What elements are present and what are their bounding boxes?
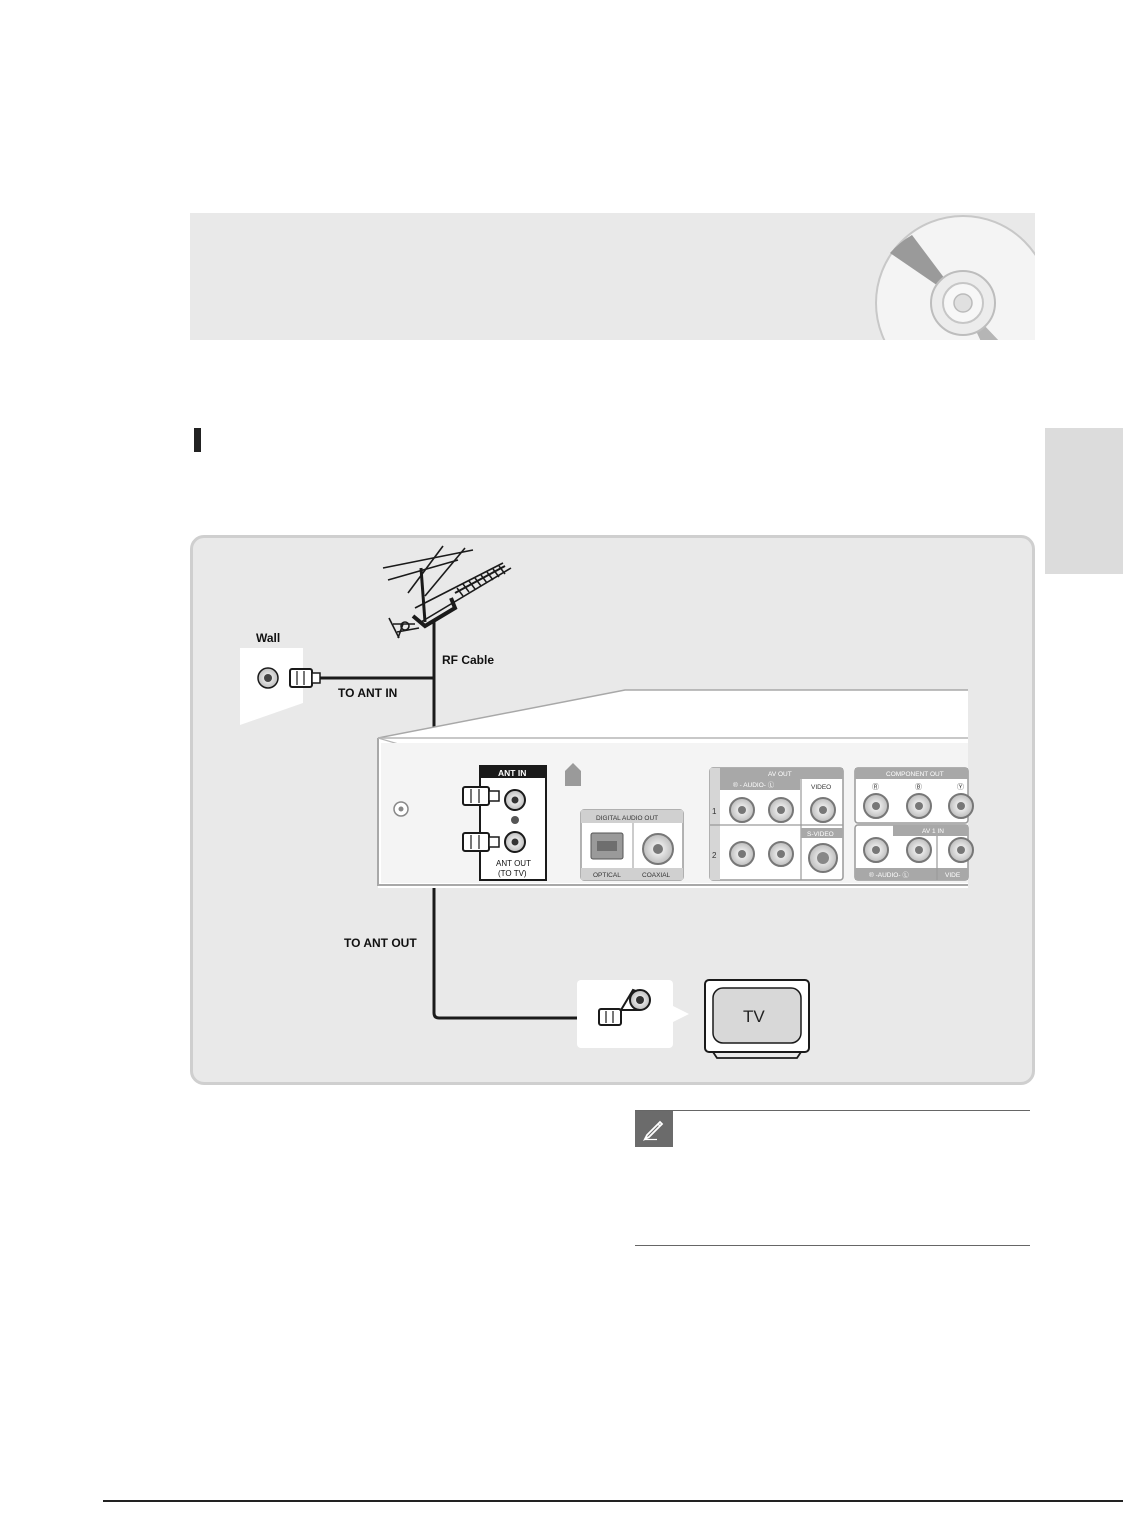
tv-label: TV <box>743 1007 765 1026</box>
av-out-block <box>709 767 844 881</box>
wall-label: Wall <box>256 631 280 645</box>
av-row-1-label: 1 <box>712 807 717 816</box>
footer-rule <box>103 1500 1123 1502</box>
component-y-label: Ⓨ <box>957 783 964 791</box>
coaxial-label: COAXIAL <box>642 872 671 879</box>
component-pr-label: Ⓡ <box>872 783 879 791</box>
to-ant-in-label: TO ANT IN <box>338 686 397 700</box>
pencil-note-icon <box>635 1111 673 1147</box>
component-out-label: COMPONENT OUT <box>886 771 944 778</box>
side-tab <box>1045 428 1123 574</box>
ant-out-to-tv-label: (TO TV) <box>498 869 527 878</box>
av-out-audio-label: ® - AUDIO- Ⓛ <box>733 781 775 789</box>
av-out-video-label: VIDEO <box>811 784 831 791</box>
tv-icon <box>704 979 810 1059</box>
tv-antenna-connector <box>577 980 689 1048</box>
av-out-label: AV OUT <box>768 771 792 778</box>
ant-in-label: ANT IN <box>498 768 526 778</box>
connection-diagram-svg: Wall RF Cable TO ANT IN TO ANT OUT TV AN… <box>240 545 974 1059</box>
av1-video-label: VIDE <box>945 872 961 879</box>
ant-out-label: ANT OUT <box>496 859 531 868</box>
optical-label: OPTICAL <box>593 872 621 879</box>
s-video-label: S-VIDEO <box>807 831 834 838</box>
note-box <box>635 1110 1030 1246</box>
connection-diagram: Wall RF Cable TO ANT IN TO ANT OUT TV AN… <box>190 535 1035 1085</box>
chapter-header-band <box>190 213 1035 340</box>
antenna-jack-block <box>462 765 547 881</box>
av1-in-label: AV 1 IN <box>922 828 944 835</box>
antenna-elements <box>454 565 506 597</box>
wall-outlet <box>240 648 321 725</box>
to-ant-out-label: TO ANT OUT <box>344 936 417 950</box>
av1-audio-label: ® -AUDIO- Ⓛ <box>869 871 909 879</box>
disc-decoration-icon <box>875 215 1035 340</box>
av-row-2-label: 2 <box>712 851 717 860</box>
digital-audio-out-label: DIGITAL AUDIO OUT <box>596 815 658 822</box>
digital-audio-block <box>580 809 684 881</box>
component-pb-label: Ⓑ <box>915 783 922 791</box>
rf-cable-label: RF Cable <box>442 653 494 667</box>
section-marker <box>194 428 201 452</box>
component-av1-block <box>854 767 974 881</box>
antenna-icon <box>382 545 512 639</box>
